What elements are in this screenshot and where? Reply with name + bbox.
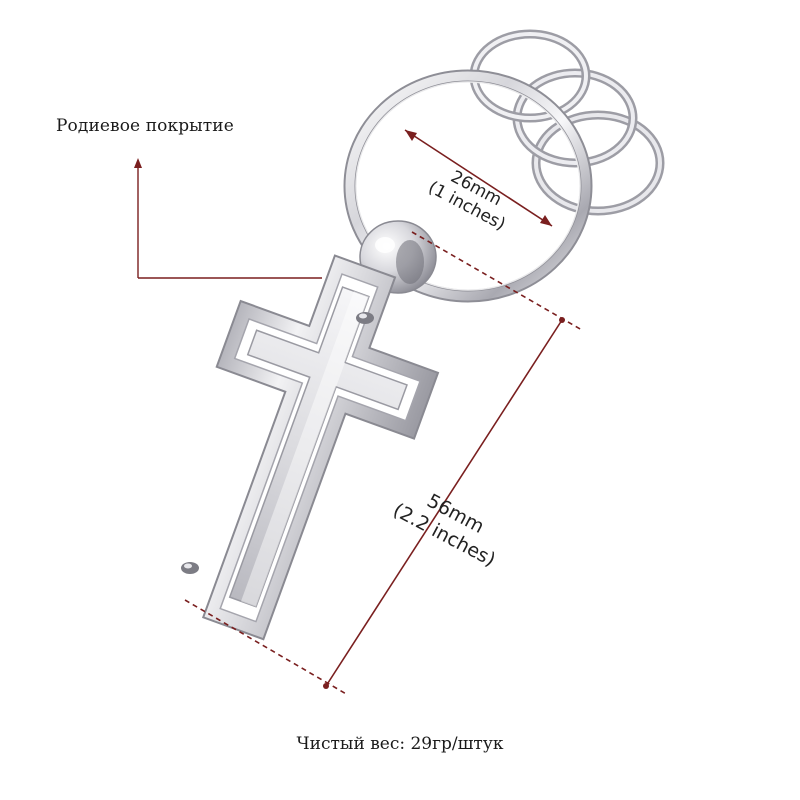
plating-label: Родиевое покрытие: [56, 116, 234, 136]
length-dimension: [184, 231, 583, 696]
pivot-pin-bottom: [181, 562, 199, 574]
length-dimension-text: 56mm (2.2 inches): [389, 490, 499, 571]
cross-inner: [228, 286, 408, 608]
plating-leader-line: [134, 158, 322, 279]
net-weight-label: Чистый вес: 29гр/штук: [296, 734, 504, 754]
main-key-ring: [343, 69, 593, 303]
ring-dimension: [404, 129, 553, 227]
small-ring-3: [531, 110, 665, 216]
pivot-pin-top: [356, 312, 374, 324]
ring-dimension-text: 26mm (1 inches): [425, 167, 509, 235]
